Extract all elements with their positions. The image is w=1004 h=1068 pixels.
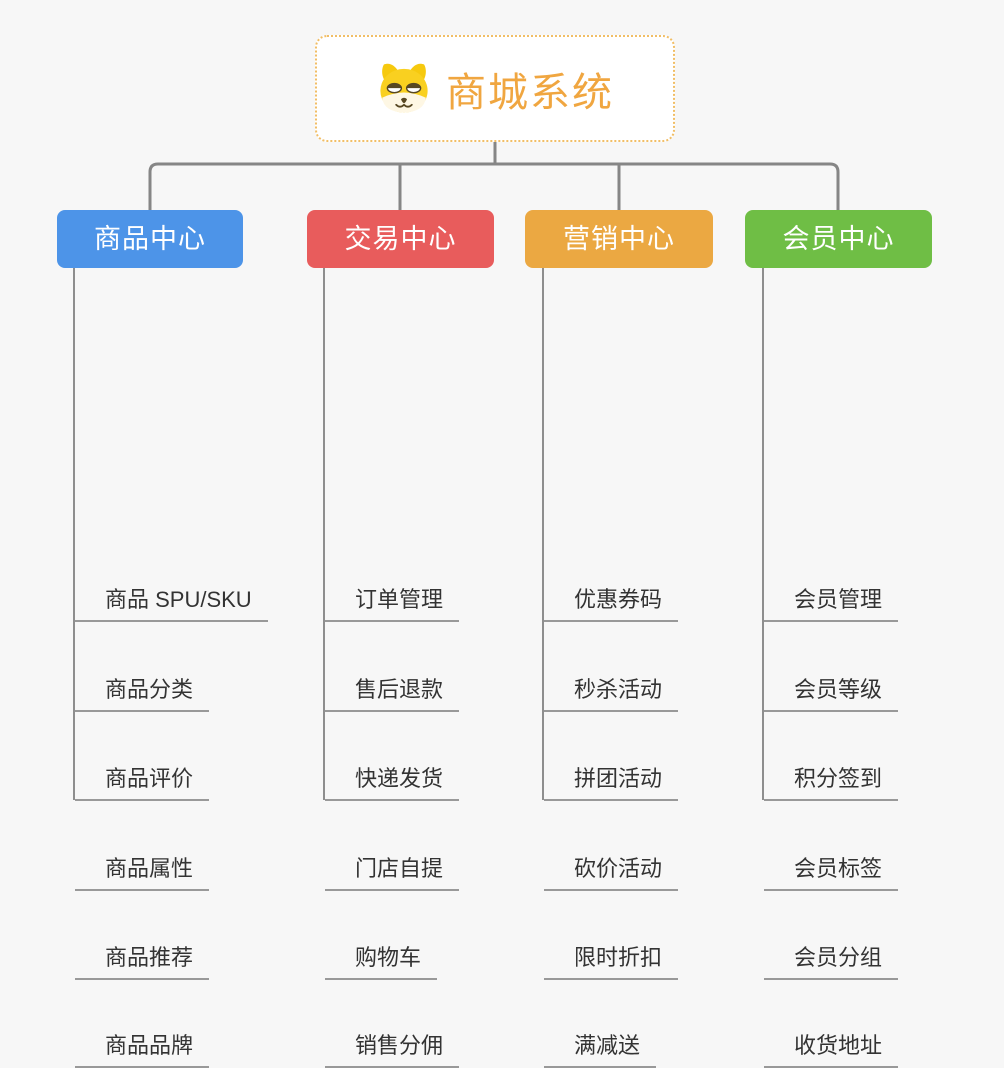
root-node[interactable]: 商城系统	[315, 35, 675, 142]
branch-marketing-center[interactable]: 营销中心	[525, 210, 713, 268]
mindmap-item[interactable]: 限时折扣	[544, 945, 679, 980]
branch-trade-center[interactable]: 交易中心	[307, 210, 494, 268]
mindmap-item[interactable]: 商品分类	[75, 677, 210, 712]
mindmap-item[interactable]: 门店自提	[325, 856, 460, 891]
mindmap-item[interactable]: 满减送	[544, 1033, 657, 1068]
mindmap-item[interactable]: 快递发货	[325, 766, 460, 801]
mindmap-item[interactable]: 会员等级	[764, 677, 899, 712]
branch-member-center[interactable]: 会员中心	[745, 210, 932, 268]
branch-bus-connector	[148, 162, 840, 210]
trade-center-items: 订单管理 售后退款 快递发货 门店自提 购物车 销售分佣	[323, 268, 555, 1068]
mindmap-item[interactable]: 商品推荐	[75, 945, 210, 980]
mindmap-item[interactable]: 秒杀活动	[544, 677, 679, 712]
root-title: 商城系统	[446, 70, 614, 115]
marketing-center-items: 优惠券码 秒杀活动 拼团活动 砍价活动 限时折扣 满减送	[542, 268, 774, 1068]
mindmap-item[interactable]: 商品属性	[75, 856, 210, 891]
mindmap-item[interactable]: 会员分组	[764, 945, 899, 980]
product-center-items: 商品 SPU/SKU 商品分类 商品评价 商品属性 商品推荐 商品品牌	[73, 268, 305, 1068]
mindmap-item[interactable]: 会员标签	[764, 856, 899, 891]
mindmap-item[interactable]: 订单管理	[325, 587, 460, 622]
mindmap-item[interactable]: 会员管理	[764, 587, 899, 622]
mindmap-item[interactable]: 售后退款	[325, 677, 460, 712]
mindmap-item[interactable]: 商品评价	[75, 766, 210, 801]
mindmap-item[interactable]: 收货地址	[764, 1033, 899, 1068]
branch-product-center[interactable]: 商品中心	[57, 210, 243, 268]
dog-icon	[376, 61, 432, 117]
mindmap-item[interactable]: 商品品牌	[75, 1033, 210, 1068]
mindmap-canvas: 商城系统 商品中心 交易中心 营销中心 会员中心 商品 SPU/SKU 商品分类…	[57, 35, 994, 1068]
member-center-items: 会员管理 会员等级 积分签到 会员标签 会员分组 收货地址	[762, 268, 994, 1068]
mindmap-item[interactable]: 拼团活动	[544, 766, 679, 801]
mindmap-item[interactable]: 积分签到	[764, 766, 899, 801]
mindmap-item[interactable]: 优惠券码	[544, 587, 679, 622]
mindmap-item[interactable]: 销售分佣	[325, 1033, 460, 1068]
mindmap-item[interactable]: 砍价活动	[544, 856, 679, 891]
mindmap-item[interactable]: 购物车	[325, 945, 438, 980]
mindmap-item[interactable]: 商品 SPU/SKU	[75, 587, 268, 622]
